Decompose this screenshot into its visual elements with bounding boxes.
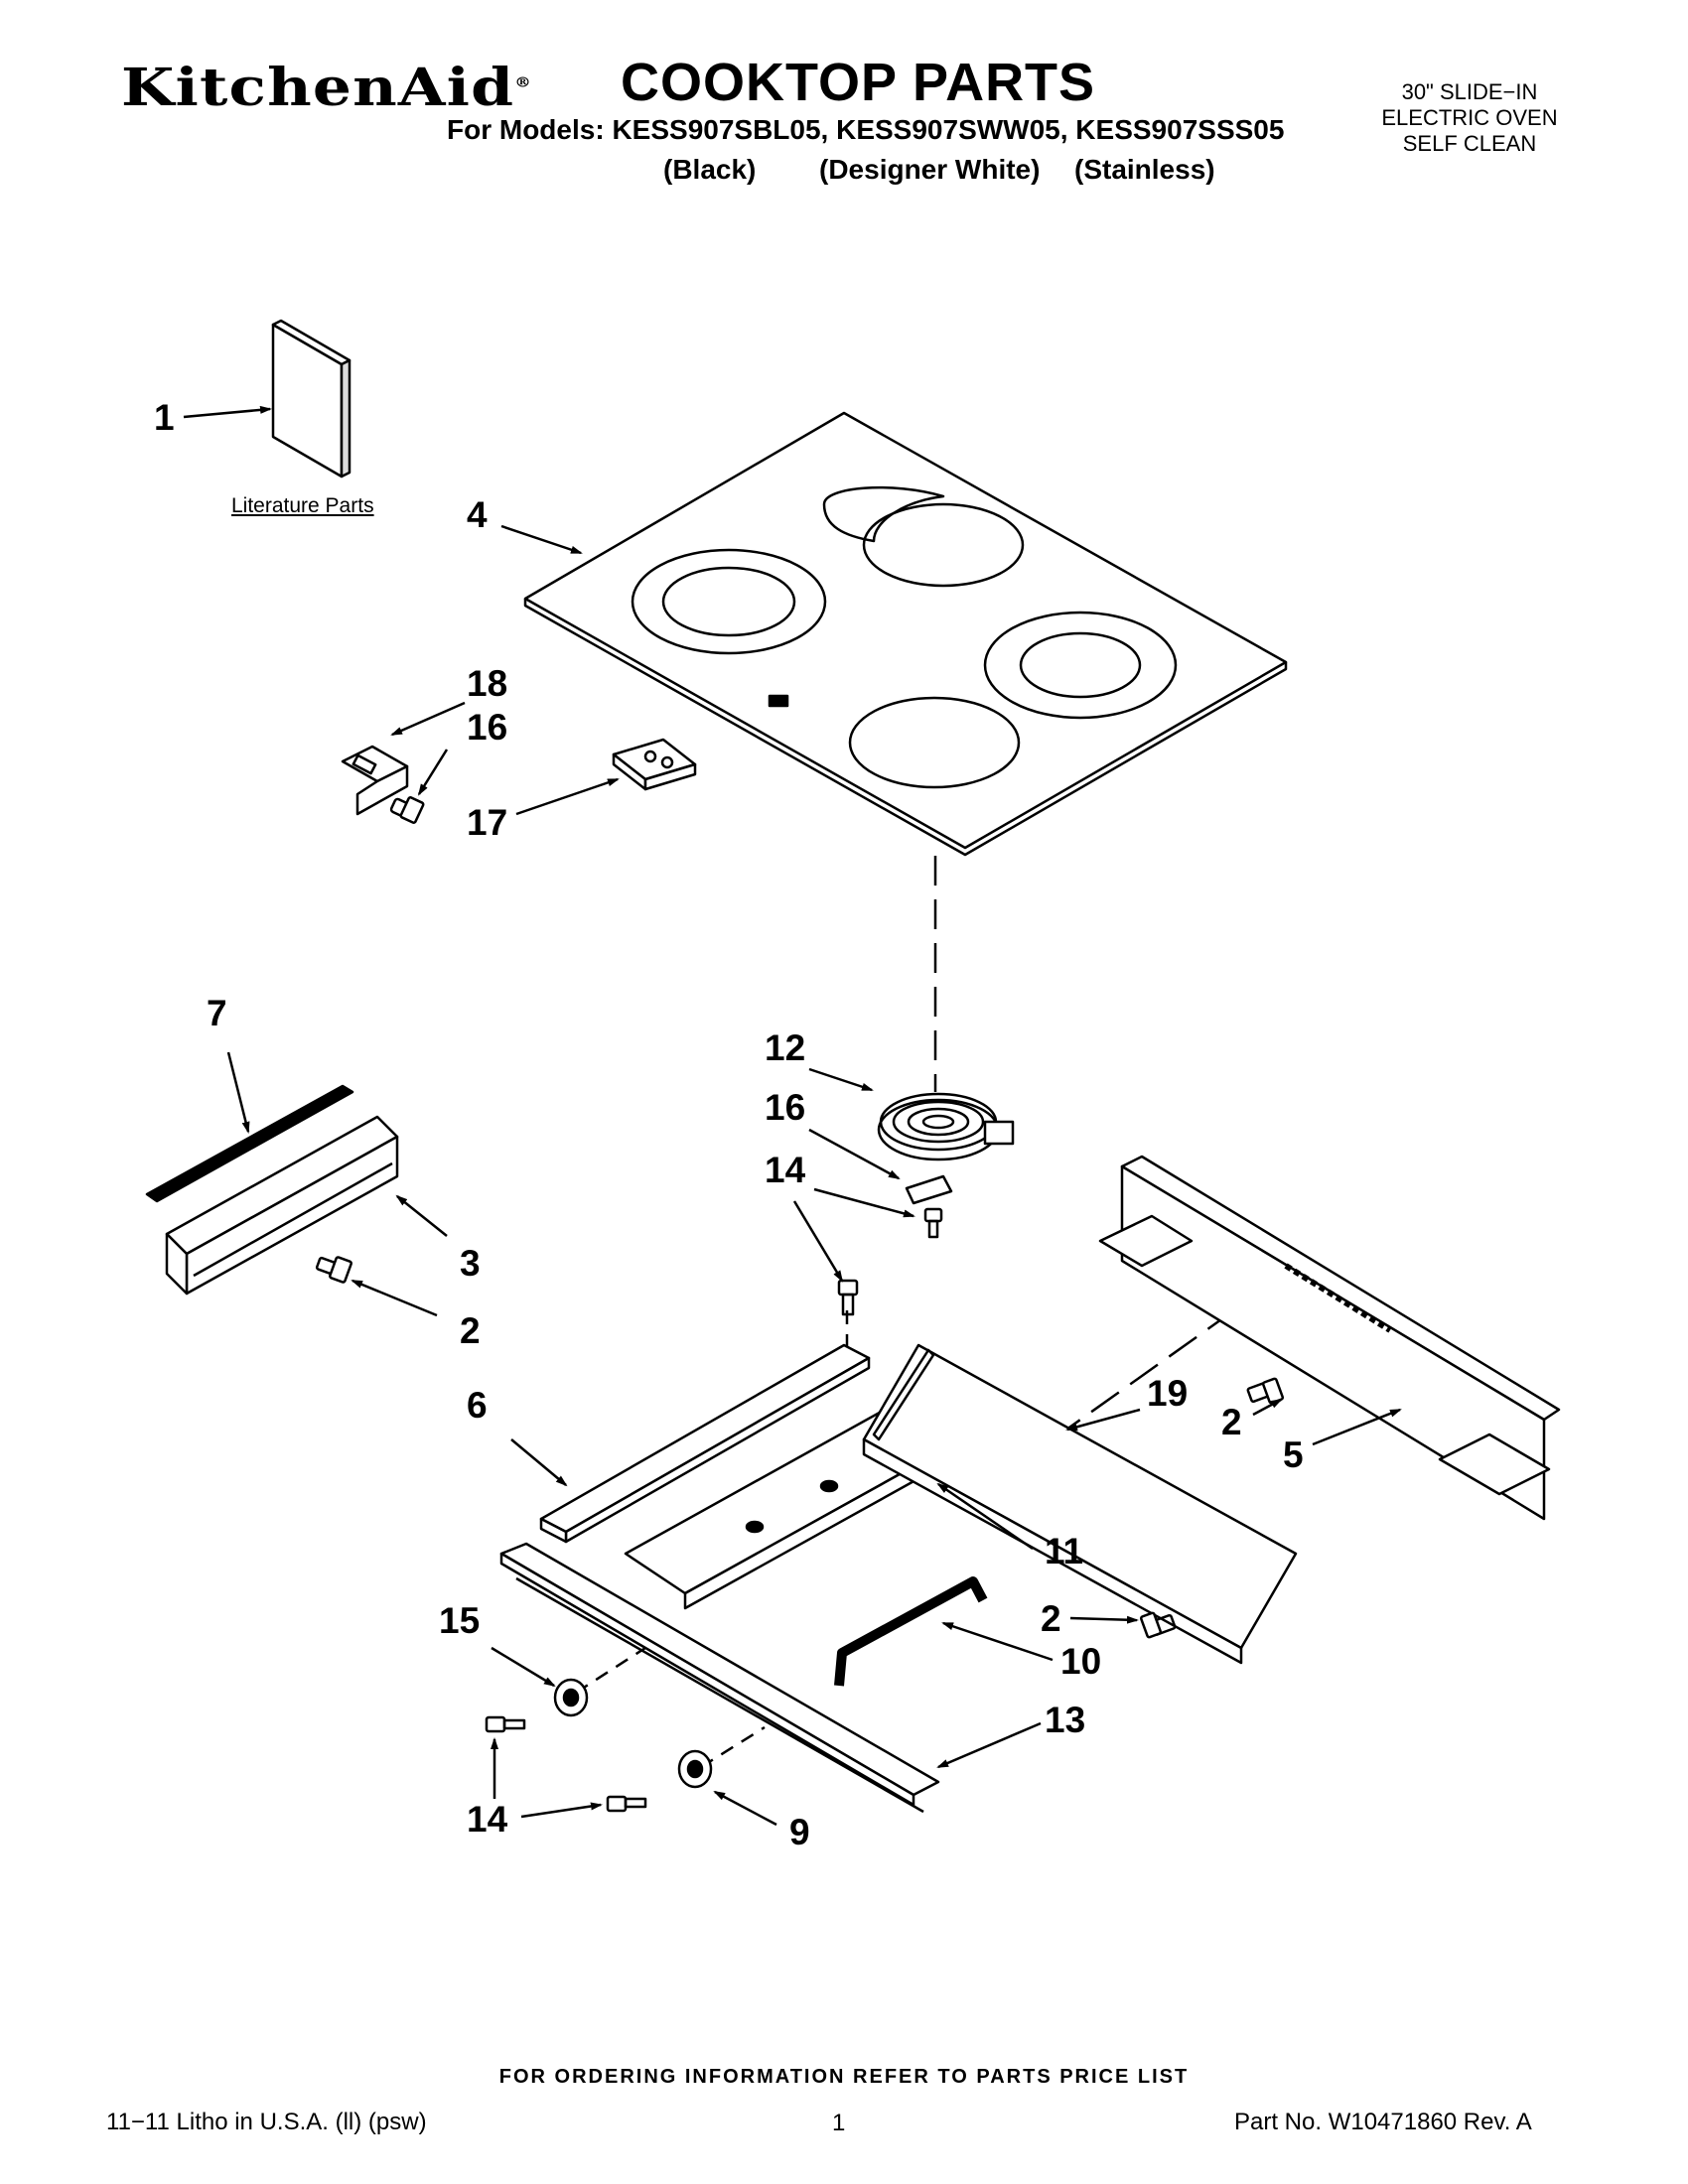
callout-6: 6 (467, 1385, 488, 1426)
screw-part-16a (389, 796, 425, 824)
page-number: 1 (832, 2110, 846, 2136)
leader-arrow-19 (1065, 1408, 1141, 1432)
leader-arrow-2c (1069, 1615, 1139, 1624)
leader-arrow-14a (813, 1187, 915, 1218)
callout-5: 5 (1283, 1434, 1304, 1475)
registered-mark: ® (514, 74, 532, 91)
cooktop-glass-part (523, 411, 1288, 857)
brand-name: KitchenAid (121, 58, 515, 118)
variant-designer-white: (Designer White) (819, 154, 1041, 185)
leader-arrow-12 (808, 1067, 874, 1092)
surface-element-part (877, 1092, 1015, 1161)
callout-3: 3 (460, 1243, 481, 1284)
screw-part-14d (606, 1795, 647, 1813)
page-title: COOKTOP PARTS (621, 53, 1096, 112)
callout-2b: 2 (1221, 1402, 1242, 1442)
leader-arrow-14d (520, 1802, 603, 1819)
leader-arrow-13 (936, 1721, 1042, 1769)
leader-arrow-7 (226, 1051, 250, 1134)
callout-15: 15 (439, 1600, 481, 1641)
terminal-block-part (612, 738, 697, 791)
leader-arrow-9 (713, 1790, 777, 1827)
callout-2c: 2 (1041, 1598, 1061, 1639)
leader-arrow-6 (510, 1438, 568, 1487)
callout-17: 17 (467, 802, 508, 843)
screw-part-2c (1139, 1611, 1177, 1639)
callout-16b: 16 (765, 1087, 806, 1128)
screw-part-14b (837, 1279, 859, 1316)
callout-12: 12 (765, 1027, 806, 1068)
litho-info: 11−11 Litho in U.S.A. (ll) (psw) (106, 2109, 427, 2135)
callout-1: 1 (154, 397, 175, 438)
front-frame-part (499, 1542, 940, 1814)
leader-arrow-16b (808, 1128, 901, 1180)
callout-18: 18 (467, 663, 508, 704)
callout-7: 7 (207, 993, 227, 1033)
leader-arrow-2a (351, 1279, 438, 1317)
callout-14a: 14 (765, 1150, 806, 1190)
leader-arrow-10 (941, 1621, 1054, 1662)
variant-black: (Black) (663, 154, 757, 185)
product-line-2: ELECTRIC OVEN (1381, 105, 1558, 130)
callout-19: 19 (1147, 1373, 1189, 1414)
leader-arrow-16a (417, 749, 449, 796)
knob-bracket-part (553, 1678, 589, 1717)
screw-part-2b (1246, 1377, 1285, 1405)
ordering-note: FOR ORDERING INFORMATION REFER TO PARTS … (498, 2066, 1190, 2088)
part-number: Part No. W10471860 Rev. A (1234, 2109, 1532, 2135)
knob-bracket-part-9 (677, 1749, 713, 1789)
screw-part-14c (485, 1715, 526, 1733)
callout-11: 11 (1045, 1531, 1084, 1571)
callout-14c: 14 (467, 1799, 508, 1840)
bracket-part (341, 745, 409, 816)
leader-arrow-2b (1252, 1398, 1283, 1417)
leader-arrow-5 (1312, 1408, 1402, 1446)
screw-part-2a (315, 1256, 352, 1284)
product-line-1: 30" SLIDE−IN (1401, 79, 1538, 104)
product-description: 30" SLIDE−IN ELECTRIC OVEN SELF CLEAN (1336, 79, 1604, 157)
leader-arrow-15 (491, 1646, 556, 1688)
callout-9: 9 (789, 1812, 810, 1852)
back-panel-part (1098, 1155, 1561, 1521)
callout-4: 4 (467, 494, 488, 535)
callout-2a: 2 (460, 1310, 481, 1351)
callout-16a: 16 (467, 707, 508, 748)
leader-arrow-18 (390, 701, 466, 737)
variant-stainless: (Stainless) (1074, 154, 1215, 185)
leader-arrow-14b (792, 1200, 844, 1283)
rear-rail-part (862, 1343, 1298, 1665)
screw-part-14a (923, 1207, 943, 1239)
element-clip-part (905, 1174, 953, 1205)
leader-arrow-1 (183, 405, 272, 419)
left-rail-part (165, 1115, 399, 1296)
callout-13: 13 (1045, 1700, 1086, 1740)
brand-logo: KitchenAid® (121, 58, 532, 118)
hinge-bracket-part (834, 1576, 988, 1687)
gasket-strip-part (145, 1084, 354, 1203)
leader-arrow-3 (395, 1194, 448, 1237)
leader-arrow-11 (936, 1482, 1034, 1551)
literature-parts-label: Literature Parts (231, 494, 374, 517)
product-line-3: SELF CLEAN (1402, 131, 1537, 156)
front-rail-part (539, 1343, 871, 1544)
models-line: For Models: KESS907SBL05, KESS907SWW05, … (447, 114, 1285, 145)
leader-arrow-17 (515, 777, 620, 816)
literature-booklet-part (271, 319, 352, 478)
callout-10: 10 (1060, 1641, 1102, 1682)
leader-arrow-4 (500, 524, 583, 555)
